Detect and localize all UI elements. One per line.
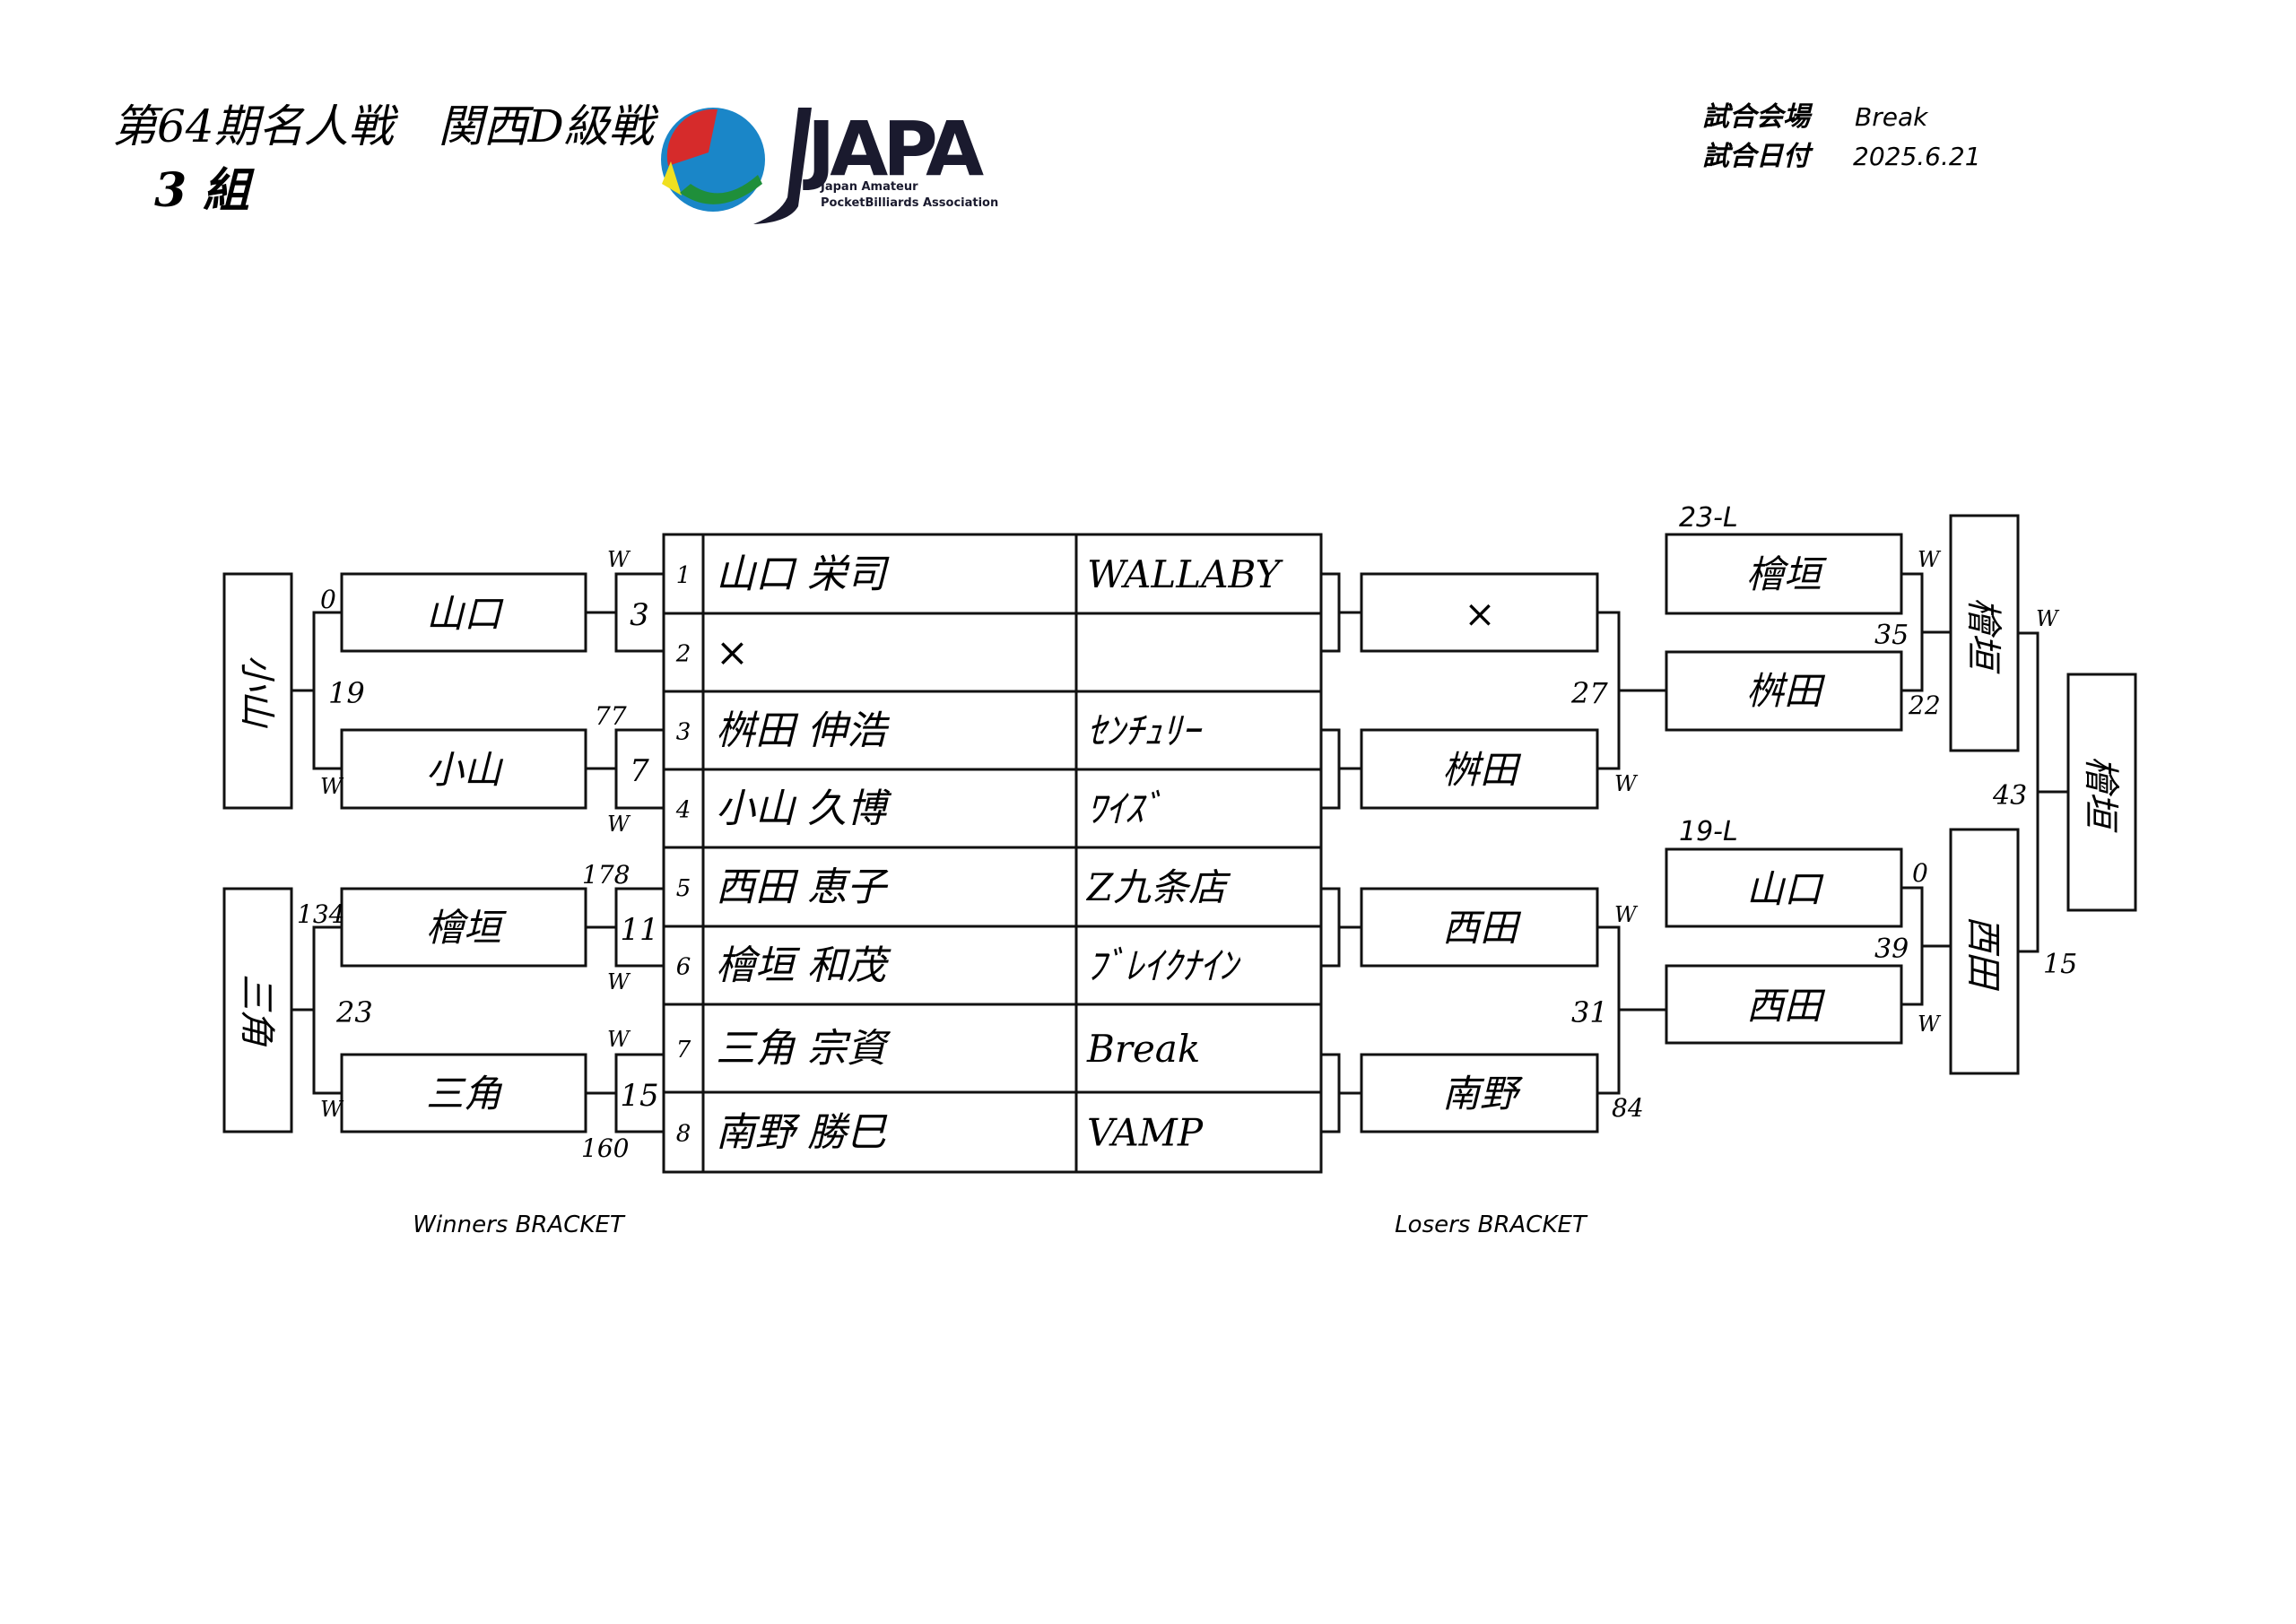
winners-bracket-label: Winners BRACKET (413, 1211, 626, 1238)
lb-r1-box-4 (1360, 1053, 1599, 1133)
entry-number: 4 (675, 797, 691, 824)
wb-r1-name-4: 三角 (426, 1072, 503, 1116)
wb-r2-name-2: 三角 (236, 974, 277, 1047)
lb-r3-num-43: 43 (1992, 780, 2027, 812)
entry-player-name: 山口 栄司 (716, 551, 890, 597)
lb-r1-match-2: 31 (1571, 995, 1608, 1029)
venue-value: Break (1855, 102, 1929, 132)
wb-r2-box-2 (222, 887, 293, 1133)
lb-r2-box-4 (1665, 964, 1903, 1045)
wb-r1-match-3: 11 (620, 912, 658, 948)
entry-number: 1 (676, 562, 691, 589)
lb-drop-label-1: 23-L (1679, 502, 1738, 534)
lb-r1-box-1 (1360, 572, 1599, 653)
wb-r2-w-1: W (320, 774, 344, 799)
lb-r1-name-1: × (1464, 592, 1495, 636)
entry-number: 8 (676, 1121, 691, 1148)
entry-number: 7 (676, 1037, 691, 1064)
lb-r2-num-22: 22 (1908, 690, 1941, 720)
lb-r3-w: W (2036, 606, 2060, 631)
lb-r3-num-15: 15 (2043, 949, 2077, 980)
wb-r1-box-1 (340, 572, 587, 653)
wb-r2-box-1 (222, 572, 293, 810)
logo-subtitle-2: PocketBilliards Association (821, 196, 998, 210)
lb-r2-box-3 (1665, 847, 1903, 928)
lb-r2-w-1: W (1918, 547, 1942, 572)
page-title: 第64期名人戦 関西D級戦 (112, 100, 659, 152)
date-value: 2025.6.21 (1853, 142, 1981, 171)
entry-player-name: 三角 宗資 (716, 1026, 891, 1072)
entry-club-name: Z九条店 (1085, 865, 1231, 909)
wb-r1-num-178: 178 (582, 860, 630, 890)
lb-r2-num-0: 0 (1912, 858, 1928, 888)
wb-r1-match-1: 3 (630, 597, 649, 633)
logo-subtitle-1: Japan Amateur (820, 180, 918, 194)
entry-player-name: 檜垣 和茂 (716, 943, 891, 989)
wb-r2-match-1: 19 (328, 676, 365, 710)
lb-r1-name-2: 桝田 (1442, 748, 1522, 792)
wb-r2-name-1: 小山 (236, 655, 277, 729)
lb-r1-w-2: W (1614, 902, 1639, 927)
lb-r1-match-1: 27 (1570, 676, 1608, 710)
entry-table: 1 山口 栄司 WALLABY 2 × 3 桝田 伸浩 ｾﾝﾁｭﾘｰ 4 小山 久博 ﾜｲｽﾞ 5 西田… (662, 533, 1323, 1174)
lb-r2-name-1: 檜垣 (1746, 552, 1827, 596)
date-label: 試合日付 (1702, 141, 1813, 172)
lb-r2-w-2: W (1918, 1012, 1942, 1037)
lb-r1-name-4: 南野 (1442, 1072, 1524, 1116)
wb-r1-match-4: 15 (620, 1078, 658, 1114)
entry-club-name: Break (1086, 1027, 1200, 1071)
lb-r2-name-3: 山口 (1746, 867, 1824, 911)
entry-club-name: ﾜｲｽﾞ (1087, 787, 1162, 831)
wb-r1-name-1: 山口 (426, 592, 504, 636)
lb-r2-name-4: 西田 (1746, 984, 1826, 1028)
wb-r1-match-2: 7 (630, 753, 649, 789)
lb-r1-num-84: 84 (1612, 1093, 1644, 1123)
entry-player-name: × (716, 630, 749, 676)
wb-r2-match-2: 23 (335, 995, 373, 1029)
wb-r2-w-2: W (320, 1097, 344, 1122)
lb-r2-name-2: 桝田 (1746, 669, 1826, 713)
lb-r1-w-1: W (1614, 771, 1639, 796)
lb-final-name: 檜垣 (2080, 756, 2121, 833)
wb-r1-w-3: W (607, 969, 631, 994)
wb-r2-num-0: 0 (320, 585, 336, 614)
lb-drop-label-2: 19-L (1679, 816, 1738, 847)
entry-number: 2 (675, 641, 691, 668)
entry-number: 3 (676, 719, 691, 746)
wb-r2-num-134: 134 (297, 899, 344, 929)
entry-player-name: 小山 久博 (716, 786, 892, 832)
wb-r1-num-77: 77 (595, 701, 627, 731)
venue-label: 試合会場 (1702, 101, 1813, 133)
group-title: 3 組 (154, 163, 255, 218)
wb-r1-num-160: 160 (581, 1133, 629, 1163)
entry-player-name: 南野 勝巳 (716, 1110, 888, 1156)
entry-player-name: 桝田 伸浩 (716, 708, 891, 754)
wb-r1-box-3 (340, 887, 587, 968)
lb-r1-name-3: 西田 (1442, 906, 1522, 950)
wb-r1-name-2: 小山 (426, 748, 504, 792)
lb-r3-name-2: 西田 (1962, 916, 2004, 991)
lb-r3-name-1: 檜垣 (1962, 597, 2004, 674)
entry-player-name: 西田 恵子 (716, 864, 889, 910)
entry-number: 5 (676, 875, 691, 902)
losers-bracket: × 桝田 西田 南野 27 31 W W 84 23-L 19-L 檜垣 桝田 … (1321, 502, 2137, 1238)
entry-number: 6 (676, 954, 691, 981)
logo-wordmark: JAPA (803, 105, 984, 193)
losers-bracket-label: Losers BRACKET (1395, 1211, 1588, 1238)
winners-bracket: 山口 小山 檜垣 三角 3 7 11 15 W W W W 77 178 160… (222, 547, 664, 1238)
entry-club-name: ｾﾝﾁｭﾘｰ (1087, 709, 1203, 753)
lb-r2-num-35: 35 (1874, 620, 1909, 651)
wb-r1-w-1: W (607, 547, 631, 572)
wb-r1-w-4: W (607, 1027, 631, 1052)
entry-club-name: WALLABY (1087, 552, 1284, 596)
japa-logo: JAPA Japan Amateur PocketBilliards Assoc… (661, 105, 998, 224)
wb-r1-w-2: W (607, 812, 631, 837)
entry-club-name: VAMP (1087, 1111, 1204, 1155)
lb-final-box (2066, 673, 2137, 912)
lb-r2-num-39: 39 (1874, 934, 1909, 965)
wb-r1-name-3: 檜垣 (426, 906, 507, 950)
entry-club-name: ﾌﾞﾚｲｸﾅｲﾝ (1087, 944, 1241, 988)
lb-r1-box-3 (1360, 887, 1599, 968)
